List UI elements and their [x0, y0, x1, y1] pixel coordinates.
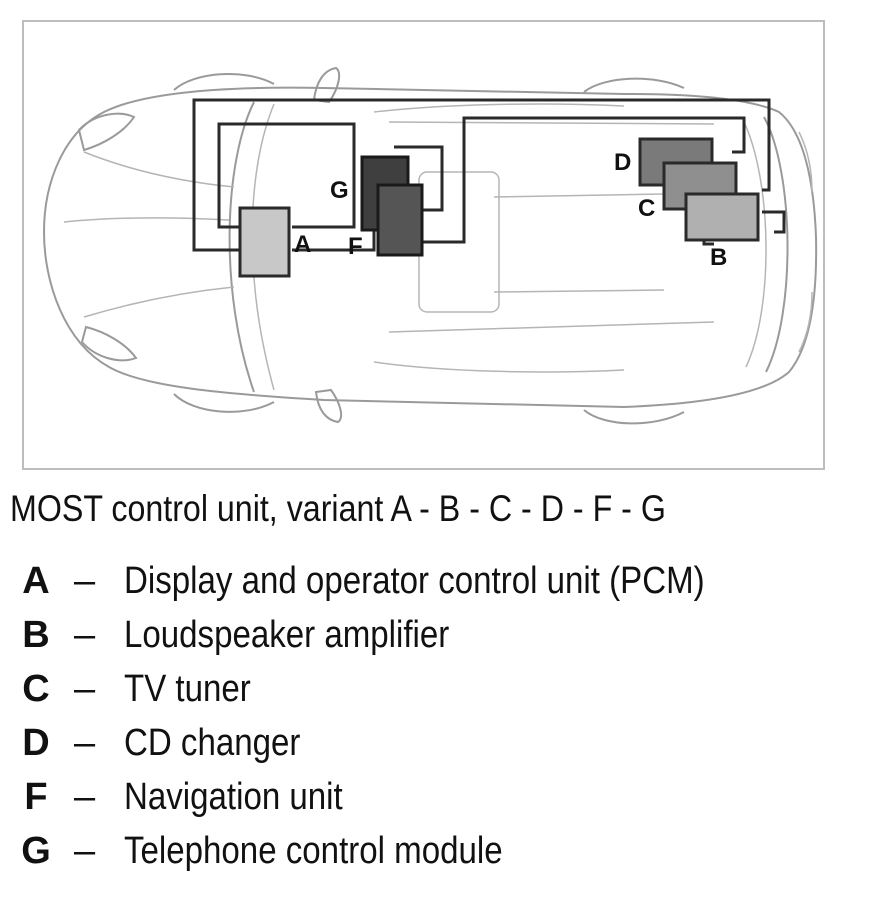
legend-dash: –	[74, 668, 96, 710]
legend-dash: –	[74, 722, 96, 764]
legend-letter: B	[22, 614, 50, 656]
legend-description: CD changer	[124, 722, 301, 764]
legend-description: Telephone control module	[124, 830, 503, 872]
legend-description: Navigation unit	[124, 776, 343, 818]
legend-letter: G	[21, 830, 51, 872]
legend-dash: –	[74, 830, 96, 872]
unit-a-label: A	[294, 231, 311, 258]
unit-c-label: C	[638, 195, 655, 222]
legend-description: Loudspeaker amplifier	[124, 614, 450, 656]
control-unit-a: A	[238, 206, 311, 278]
legend-letter: A	[22, 560, 50, 602]
legend-letter: F	[24, 776, 48, 818]
legend-description: Display and operator control unit (PCM)	[124, 560, 705, 602]
unit-b-label: B	[710, 244, 727, 271]
unit-f-label: F	[348, 233, 363, 260]
car-top-view-drawing: A G F D C B	[42, 66, 818, 425]
legend-letter: C	[22, 668, 50, 710]
unit-g-label: G	[330, 177, 349, 204]
control-unit-f: F	[348, 183, 424, 260]
car-diagram: A G F D C B	[22, 20, 825, 470]
unit-d-label: D	[614, 149, 631, 176]
legend-dash: –	[74, 776, 96, 818]
diagram-caption: MOST control unit, variant A - B - C - D…	[10, 488, 666, 529]
legend-dash: –	[74, 614, 96, 656]
legend-description: TV tuner	[124, 668, 251, 710]
legend-dash: –	[74, 560, 96, 602]
legend-letter: D	[22, 722, 50, 764]
control-unit-b: B	[684, 192, 760, 271]
car-body-outline	[42, 66, 818, 425]
